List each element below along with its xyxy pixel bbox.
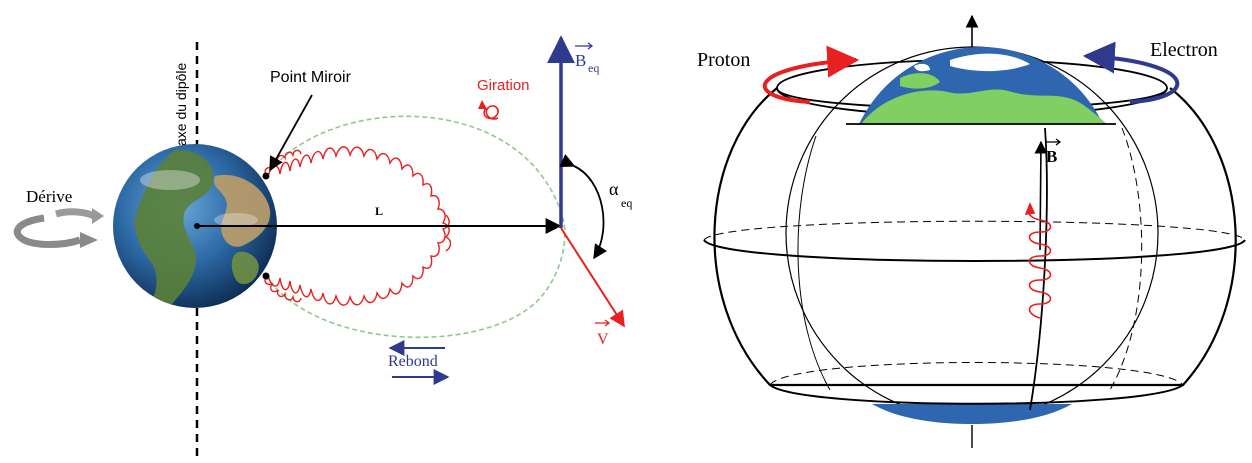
- mirror-point-pointer: [269, 94, 313, 172]
- meridian-left: [797, 135, 831, 391]
- b-eq-symbol: B: [575, 51, 586, 70]
- velocity-symbol: V: [597, 331, 609, 348]
- electron-label: Electron: [1150, 39, 1218, 61]
- proton-label: Proton: [697, 49, 750, 71]
- earth-center-dot: [194, 223, 200, 229]
- b-eq-label: B eq: [575, 42, 599, 75]
- pitch-angle-arc: [559, 153, 608, 260]
- velocity-label: V: [595, 319, 611, 348]
- meridian-front: [1029, 127, 1048, 411]
- left-panel: axe du dipôle Dérive: [13, 35, 632, 460]
- gyration-label: Giration: [477, 77, 530, 94]
- mirror-point-label: Point Miroir: [270, 69, 352, 86]
- dipole-axis-label: axe du dipôle: [173, 62, 189, 146]
- bounce-label: Rebond: [388, 353, 438, 370]
- pitch-angle-subscript: eq: [621, 196, 632, 210]
- b-symbol: B: [1046, 147, 1057, 166]
- drift-arrow-icon: [13, 208, 104, 248]
- velocity-overarrow-icon: [595, 319, 611, 327]
- helix-particle: [1024, 201, 1052, 319]
- equator-back: [703, 220, 1246, 241]
- meridian-back: [1109, 127, 1143, 391]
- b-eq-subscript: eq: [588, 61, 599, 75]
- field-line: [264, 115, 566, 339]
- pitch-angle-symbol: α: [609, 179, 619, 199]
- right-panel: B Proton Electron: [697, 14, 1246, 448]
- earth-top-cap: [846, 47, 1116, 124]
- mirror-point-upper: [262, 172, 270, 180]
- l-distance-label: L: [375, 204, 383, 218]
- bottom-ring-front: [769, 384, 1184, 405]
- earth-bottom-cap: [872, 404, 1072, 424]
- drift-label: Dérive: [26, 187, 72, 206]
- b-overarrow-icon: [1046, 138, 1062, 146]
- mirror-point-lower: [262, 272, 270, 280]
- b-eq-overarrow-icon: [575, 42, 594, 50]
- velocity-vector: [560, 227, 625, 328]
- gyration-icon: [478, 100, 499, 120]
- pitch-angle-label: α eq: [609, 179, 632, 210]
- electron-arrow-icon: [1082, 41, 1180, 104]
- b-vector: [1034, 140, 1048, 251]
- b-label: B: [1046, 138, 1062, 166]
- bottom-ring-back: [769, 362, 1184, 386]
- proton-arrow-icon: [762, 45, 860, 104]
- outer-shell: [713, 87, 1237, 387]
- equator-front: [703, 239, 1246, 262]
